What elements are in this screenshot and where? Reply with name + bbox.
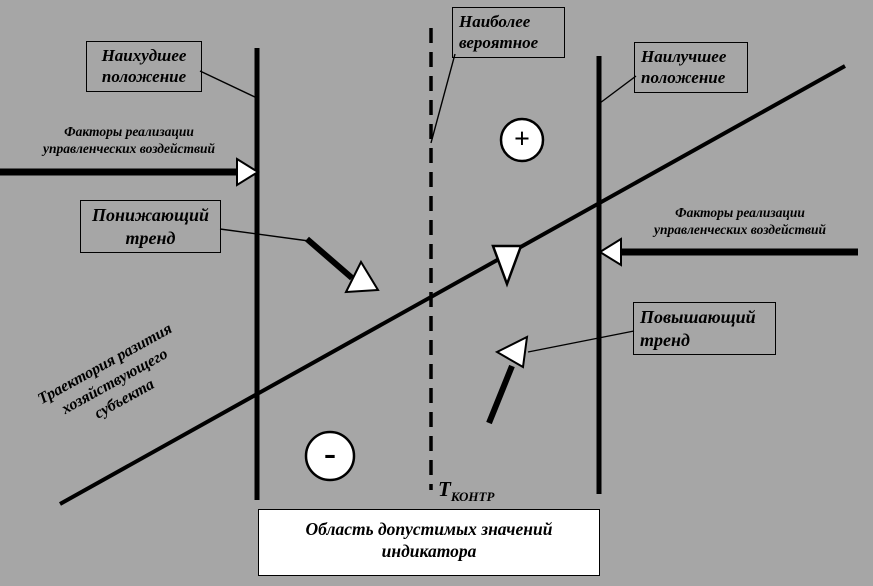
- up-trend-label: Повышающий тренд: [633, 302, 776, 355]
- factors-left-line2: управленческих воздействий: [42, 140, 216, 156]
- down-trend-line1: Понижающий: [91, 205, 210, 225]
- factors-right-label: Факторы реализации управленческих воздей…: [620, 205, 860, 239]
- factors-right-line1: Факторы реализации: [675, 205, 805, 220]
- most-likely-line2: вероятное: [459, 33, 539, 53]
- best-position-line2: положение: [641, 68, 726, 88]
- minus-circle: [304, 430, 356, 482]
- center-down-arrowhead-icon: [491, 244, 523, 288]
- worst-position-line1: Наихудшее: [101, 46, 187, 65]
- allowed-values-line1: Область допустимых значений: [305, 519, 553, 539]
- factors-right-line2: управленческих воздействий: [653, 221, 827, 237]
- down-trend-arrowhead-icon: [344, 259, 380, 294]
- up-trend-line2: тренд: [640, 329, 690, 350]
- best-position-connector-line: [599, 75, 637, 104]
- up-trend-line1: Повышающий: [640, 307, 756, 327]
- t-control-base: Т: [438, 477, 451, 501]
- worst-position-label: Наихудшее положение: [86, 41, 202, 92]
- up-trend-arrow-shaft: [486, 364, 515, 425]
- best-position-line1: Наилучшее: [641, 47, 727, 66]
- down-trend-line2: тренд: [125, 227, 176, 248]
- allowed-values-box: Область допустимых значений индикатора: [258, 509, 600, 576]
- down-trend-connector-line: [219, 228, 310, 242]
- t-control-subscript: КОНТР: [450, 489, 495, 505]
- most-likely-line1: Наиболее: [459, 12, 531, 31]
- worst-position-line2: положение: [101, 67, 187, 87]
- most-likely-label: Наиболее вероятное: [452, 7, 565, 58]
- right-factors-arrowhead-icon: [598, 237, 622, 267]
- factors-left-line1: Факторы реализации: [64, 124, 194, 139]
- plus-sign: +: [514, 124, 530, 155]
- most-likely-connector-line: [430, 53, 456, 144]
- worst-position-connector-line: [199, 70, 258, 99]
- down-trend-label: Понижающий тренд: [80, 200, 221, 253]
- down-trend-arrow-shaft: [305, 236, 354, 281]
- trajectory-line: [59, 64, 846, 506]
- best-position-label: Наилучшее положение: [634, 42, 748, 93]
- up-trend-connector-line: [527, 330, 635, 353]
- factors-left-label: Факторы реализации управленческих воздей…: [10, 124, 248, 158]
- t-control-label: ТКОНТР: [438, 476, 494, 505]
- up-trend-arrowhead-icon: [494, 335, 529, 369]
- minus-sign: -: [324, 433, 336, 473]
- left-factors-arrowhead-icon: [236, 157, 260, 187]
- plus-circle: [499, 117, 545, 163]
- allowed-values-line2: индикатора: [381, 540, 477, 561]
